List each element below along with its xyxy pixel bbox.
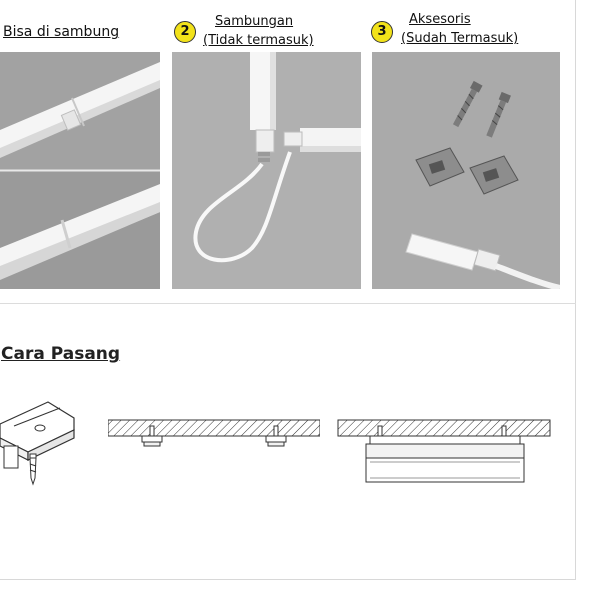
photo-connected-tubes xyxy=(0,52,160,289)
photo-accessories xyxy=(372,52,560,289)
diagram-clips-mounted xyxy=(107,416,321,452)
sambungan-title: Sambungan xyxy=(215,14,294,29)
cara-pasang-title: Cara Pasang xyxy=(1,344,121,364)
screw-icon xyxy=(29,453,37,486)
diagram-clip-screw xyxy=(0,396,80,486)
accessories-illustration xyxy=(405,80,560,289)
clip-screw-icon xyxy=(0,401,75,486)
step-2-badge: 2 xyxy=(174,21,196,43)
sambungan-subtitle: (Tidak termasuk) xyxy=(203,33,314,48)
content-frame xyxy=(0,0,576,580)
connector-illustration xyxy=(193,52,361,263)
diagram-tube-mounted xyxy=(336,414,552,486)
ceiling-clips-illustration xyxy=(107,419,321,447)
bisa-sambung-title: Bisa di sambung xyxy=(3,24,120,40)
photo-connector-cable xyxy=(172,52,361,289)
aksesoris-subtitle: (Sudah Termasuk) xyxy=(401,31,519,46)
section-divider xyxy=(0,303,576,304)
tubes-illustration xyxy=(0,52,160,289)
step-3-badge: 3 xyxy=(371,21,393,43)
aksesoris-title: Aksesoris xyxy=(409,12,471,27)
mounted-tube-illustration xyxy=(337,419,551,483)
